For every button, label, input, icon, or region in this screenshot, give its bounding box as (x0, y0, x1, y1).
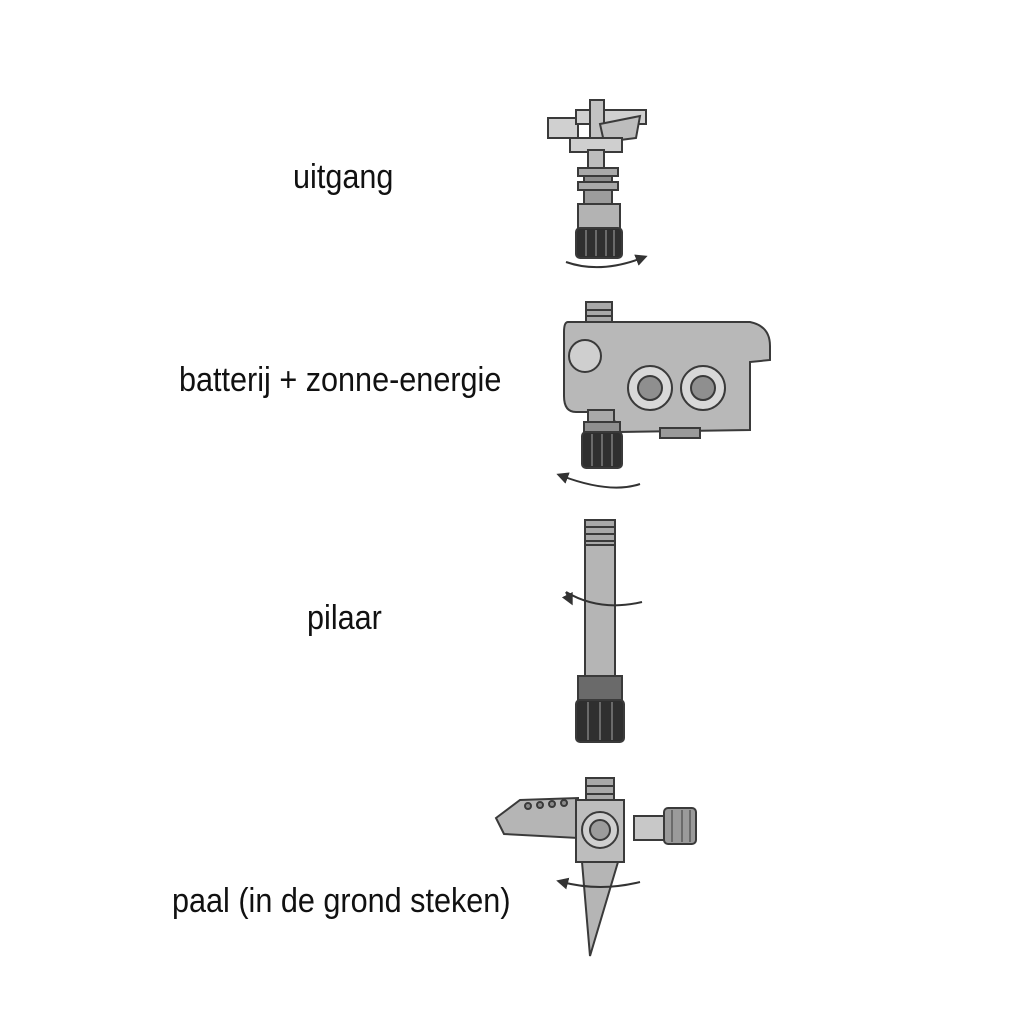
ground-stake (494, 777, 697, 957)
rotate-arrow-2 (556, 472, 641, 489)
rotate-arrow-4 (556, 877, 641, 890)
label-outlet: uitgang (293, 158, 394, 196)
label-pillar: pilaar (307, 599, 382, 637)
rotate-arrow-1 (565, 254, 648, 269)
controller-unit (563, 301, 771, 469)
label-controller: batterij + zonne-energie (179, 361, 502, 399)
label-stake: paal (in de grond steken) (172, 882, 511, 920)
pillar (575, 519, 625, 743)
sprinkler-head (547, 99, 647, 259)
